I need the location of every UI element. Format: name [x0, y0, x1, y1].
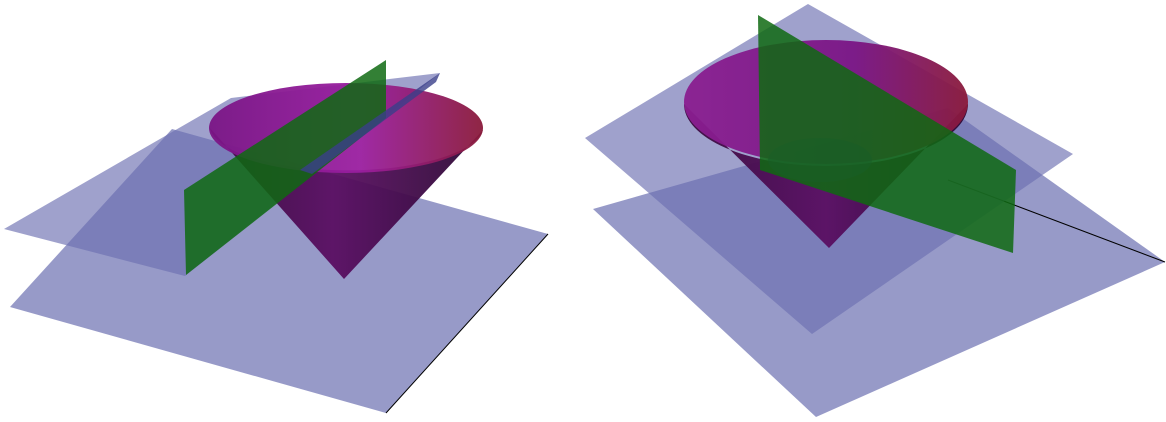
left-panel: [4, 60, 548, 413]
right-panel: [585, 4, 1165, 417]
